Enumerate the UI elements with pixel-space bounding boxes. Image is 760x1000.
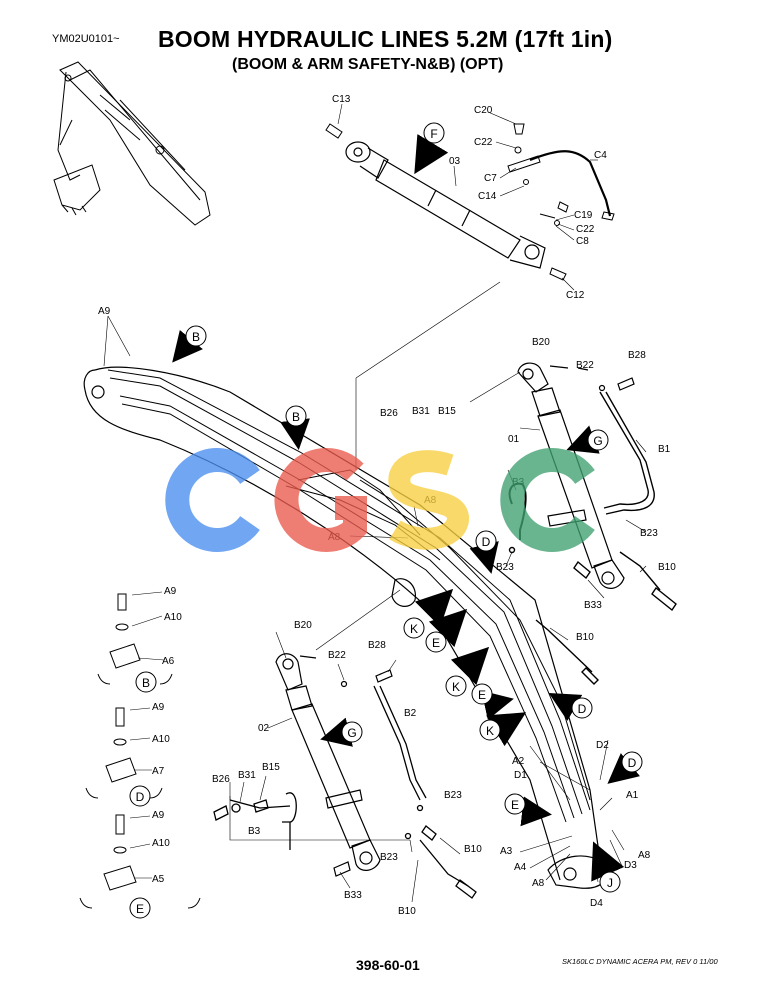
cgsc-watermark-logo xyxy=(165,448,595,552)
label-A8: A8 xyxy=(532,878,545,889)
arm-cylinder xyxy=(345,141,546,269)
label-D1: D1 xyxy=(514,770,527,781)
label-B20: B20 xyxy=(532,337,550,348)
label-A9: A9 xyxy=(164,586,177,597)
label-B10: B10 xyxy=(658,562,676,573)
model-revision-note: SK160LC DYNAMIC ACERA PM, REV 0 11/00 xyxy=(562,957,718,966)
label-C13: C13 xyxy=(332,94,351,105)
label-A2: A2 xyxy=(512,756,525,767)
label-B28: B28 xyxy=(628,350,646,361)
label-B10: B10 xyxy=(576,632,594,643)
boom-cylinder-right xyxy=(517,362,635,589)
callout-arrows xyxy=(172,134,641,882)
label-A8: A8 xyxy=(638,850,651,861)
label-B15: B15 xyxy=(438,406,456,417)
label-A6: A6 xyxy=(162,656,175,667)
label-B33: B33 xyxy=(344,890,362,901)
callout-D: D xyxy=(628,756,637,770)
page-number: 398-60-01 xyxy=(356,957,420,973)
label-03: 03 xyxy=(449,156,461,167)
callout-D: D xyxy=(482,535,491,549)
callout-circles xyxy=(129,122,643,919)
callout-E: E xyxy=(511,798,519,812)
callout-J: J xyxy=(607,876,613,890)
page-subtitle: (BOOM & ARM SAFETY-N&B) (OPT) xyxy=(232,56,504,73)
label-B31: B31 xyxy=(238,770,256,781)
label-C12: C12 xyxy=(566,290,585,301)
label-B31: B31 xyxy=(412,406,430,417)
label-B22: B22 xyxy=(576,360,594,371)
label-02: 02 xyxy=(258,723,270,734)
excavator-thumbnail xyxy=(53,61,211,226)
label-C7: C7 xyxy=(484,173,497,184)
label-A10: A10 xyxy=(152,838,170,849)
callout-K: K xyxy=(452,680,460,694)
label-A4: A4 xyxy=(514,862,527,873)
callout-E: E xyxy=(136,902,144,916)
label-D4: D4 xyxy=(590,898,603,909)
callout-circle-labels: F B B G D K E K E K D D E J G B D E xyxy=(136,127,637,916)
label-A10: A10 xyxy=(164,612,182,623)
boom-cylinder-left-pipes xyxy=(213,685,477,899)
label-B1: B1 xyxy=(658,444,671,455)
callout-B: B xyxy=(292,410,300,424)
label-B22: B22 xyxy=(328,650,346,661)
label-C19: C19 xyxy=(574,210,593,221)
document-code: YM02U0101~ xyxy=(52,33,120,45)
callout-B: B xyxy=(192,330,200,344)
callout-K: K xyxy=(410,622,418,636)
label-B33: B33 xyxy=(584,600,602,611)
label-A9: A9 xyxy=(152,702,165,713)
callout-D: D xyxy=(136,790,145,804)
callout-B: B xyxy=(142,676,150,690)
label-C20: C20 xyxy=(474,105,493,116)
label-A1: A1 xyxy=(626,790,639,801)
callout-E: E xyxy=(478,688,486,702)
label-B26: B26 xyxy=(380,408,398,419)
label-A10: A10 xyxy=(152,734,170,745)
label-B26: B26 xyxy=(212,774,230,785)
label-C22: C22 xyxy=(474,137,493,148)
callout-K: K xyxy=(486,724,494,738)
label-A7: A7 xyxy=(152,766,165,777)
callout-G: G xyxy=(347,726,356,740)
label-B15: B15 xyxy=(262,762,280,773)
clamp-detail-insets xyxy=(79,593,201,909)
callout-E: E xyxy=(432,636,440,650)
callout-D: D xyxy=(578,702,587,716)
label-01: 01 xyxy=(508,434,520,445)
label-A9: A9 xyxy=(98,306,111,317)
label-B28: B28 xyxy=(368,640,386,651)
part-labels: C13 C20 C22 C4 C7 C14 03 C19 C22 C8 C12 … xyxy=(98,94,676,917)
callout-G: G xyxy=(593,434,602,448)
label-C4: C4 xyxy=(594,150,607,161)
label-D2: D2 xyxy=(596,740,609,751)
label-A3: A3 xyxy=(500,846,513,857)
label-C14: C14 xyxy=(478,191,497,202)
label-B2: B2 xyxy=(404,708,417,719)
label-B23: B23 xyxy=(640,528,658,539)
label-B20: B20 xyxy=(294,620,312,631)
label-A9: A9 xyxy=(152,810,165,821)
callout-F: F xyxy=(430,127,437,141)
arm-cylinder-fittings xyxy=(325,123,615,281)
label-B23: B23 xyxy=(496,562,514,573)
label-A5: A5 xyxy=(152,874,165,885)
label-B10: B10 xyxy=(398,906,416,917)
label-B10: B10 xyxy=(464,844,482,855)
label-D3: D3 xyxy=(624,860,637,871)
label-C22: C22 xyxy=(576,224,595,235)
label-B3: B3 xyxy=(248,826,261,837)
label-B23: B23 xyxy=(380,852,398,863)
label-B23: B23 xyxy=(444,790,462,801)
label-C8: C8 xyxy=(576,236,589,247)
page-title: BOOM HYDRAULIC LINES 5.2M (17ft 1in) xyxy=(158,26,613,52)
